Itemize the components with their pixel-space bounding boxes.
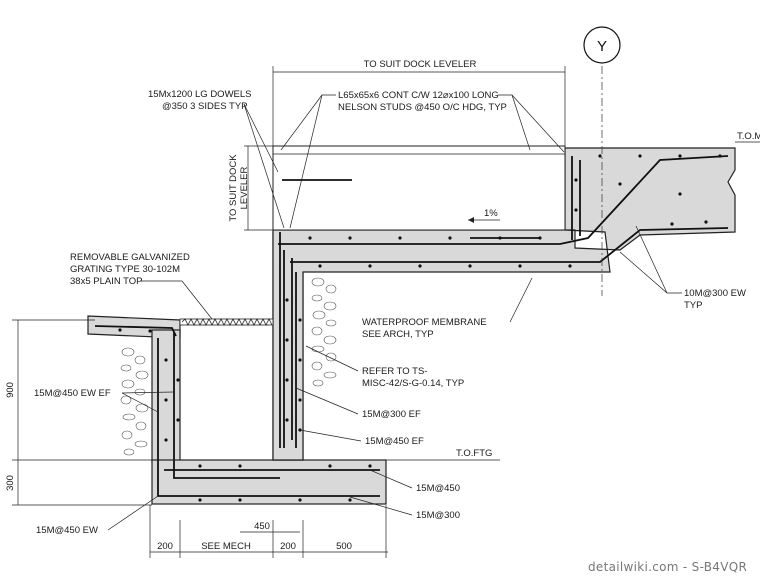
dim-450: 450 [254, 521, 270, 532]
dim-see-mech: SEE MECH [201, 541, 251, 552]
note-wall-450-ef: 15M@450 EF [299, 429, 424, 447]
leveler-pit [272, 145, 566, 231]
grating [179, 318, 274, 326]
note-dowels: 15Mx1200 LG DOWELS@350 3 SIDES TYP [148, 89, 285, 229]
svg-text:15M@300: 15M@300 [416, 510, 460, 521]
left-trench-wall [151, 329, 181, 463]
note-ftg-top: 15M@450 [369, 469, 460, 494]
note-wall-ef-left: 15M@450 EW EF [34, 388, 175, 413]
watermark: detailwiki.com - S-B4VQR [588, 560, 747, 574]
svg-text:15M@450 EW: 15M@450 EW [36, 525, 98, 536]
dim-200b: 200 [280, 541, 296, 552]
note-ftg-ew: 15M@450 EW [36, 495, 159, 536]
dim-to-suit-side: TO SUIT DOCKLEVELER [228, 154, 250, 222]
svg-text:15M@450 EW EF: 15M@450 EW EF [34, 388, 111, 399]
note-ftg-bot: 15M@300 [349, 496, 460, 521]
gravel-left [120, 347, 149, 456]
rebar-dots [118, 154, 722, 502]
tom-label: T.O.M [737, 131, 760, 142]
grid-bubble-label: Y [597, 38, 607, 55]
toftg-label: T.O.FTG [456, 448, 492, 459]
svg-text:REFER TO TS-MISC-42/S-G-0.14,: REFER TO TS-MISC-42/S-G-0.14, TYP [362, 366, 464, 389]
svg-text:15M@300 EF: 15M@300 EF [362, 409, 421, 420]
dim-500: 500 [336, 541, 352, 552]
dim-to-suit-top: TO SUIT DOCK LEVELER [364, 59, 477, 70]
dim-900: 900 [5, 382, 16, 398]
dim-300: 300 [5, 475, 16, 491]
rebar [94, 155, 729, 497]
note-refer: REFER TO TS-MISC-42/S-G-0.14, TYP [305, 345, 464, 389]
note-wall-300-ef: 15M@300 EF [295, 387, 421, 420]
gravel-right [311, 277, 337, 387]
slope-label: 1% [484, 208, 498, 219]
pit-slab [272, 147, 736, 461]
svg-text:15Mx1200 LG DOWELS@350 3 SIDES: 15Mx1200 LG DOWELS@350 3 SIDES TYP [148, 89, 252, 112]
dim-200a: 200 [157, 541, 173, 552]
svg-text:15M@450: 15M@450 [416, 483, 460, 494]
svg-text:15M@450 EF: 15M@450 EF [365, 436, 424, 447]
grid-bubble [583, 26, 621, 64]
